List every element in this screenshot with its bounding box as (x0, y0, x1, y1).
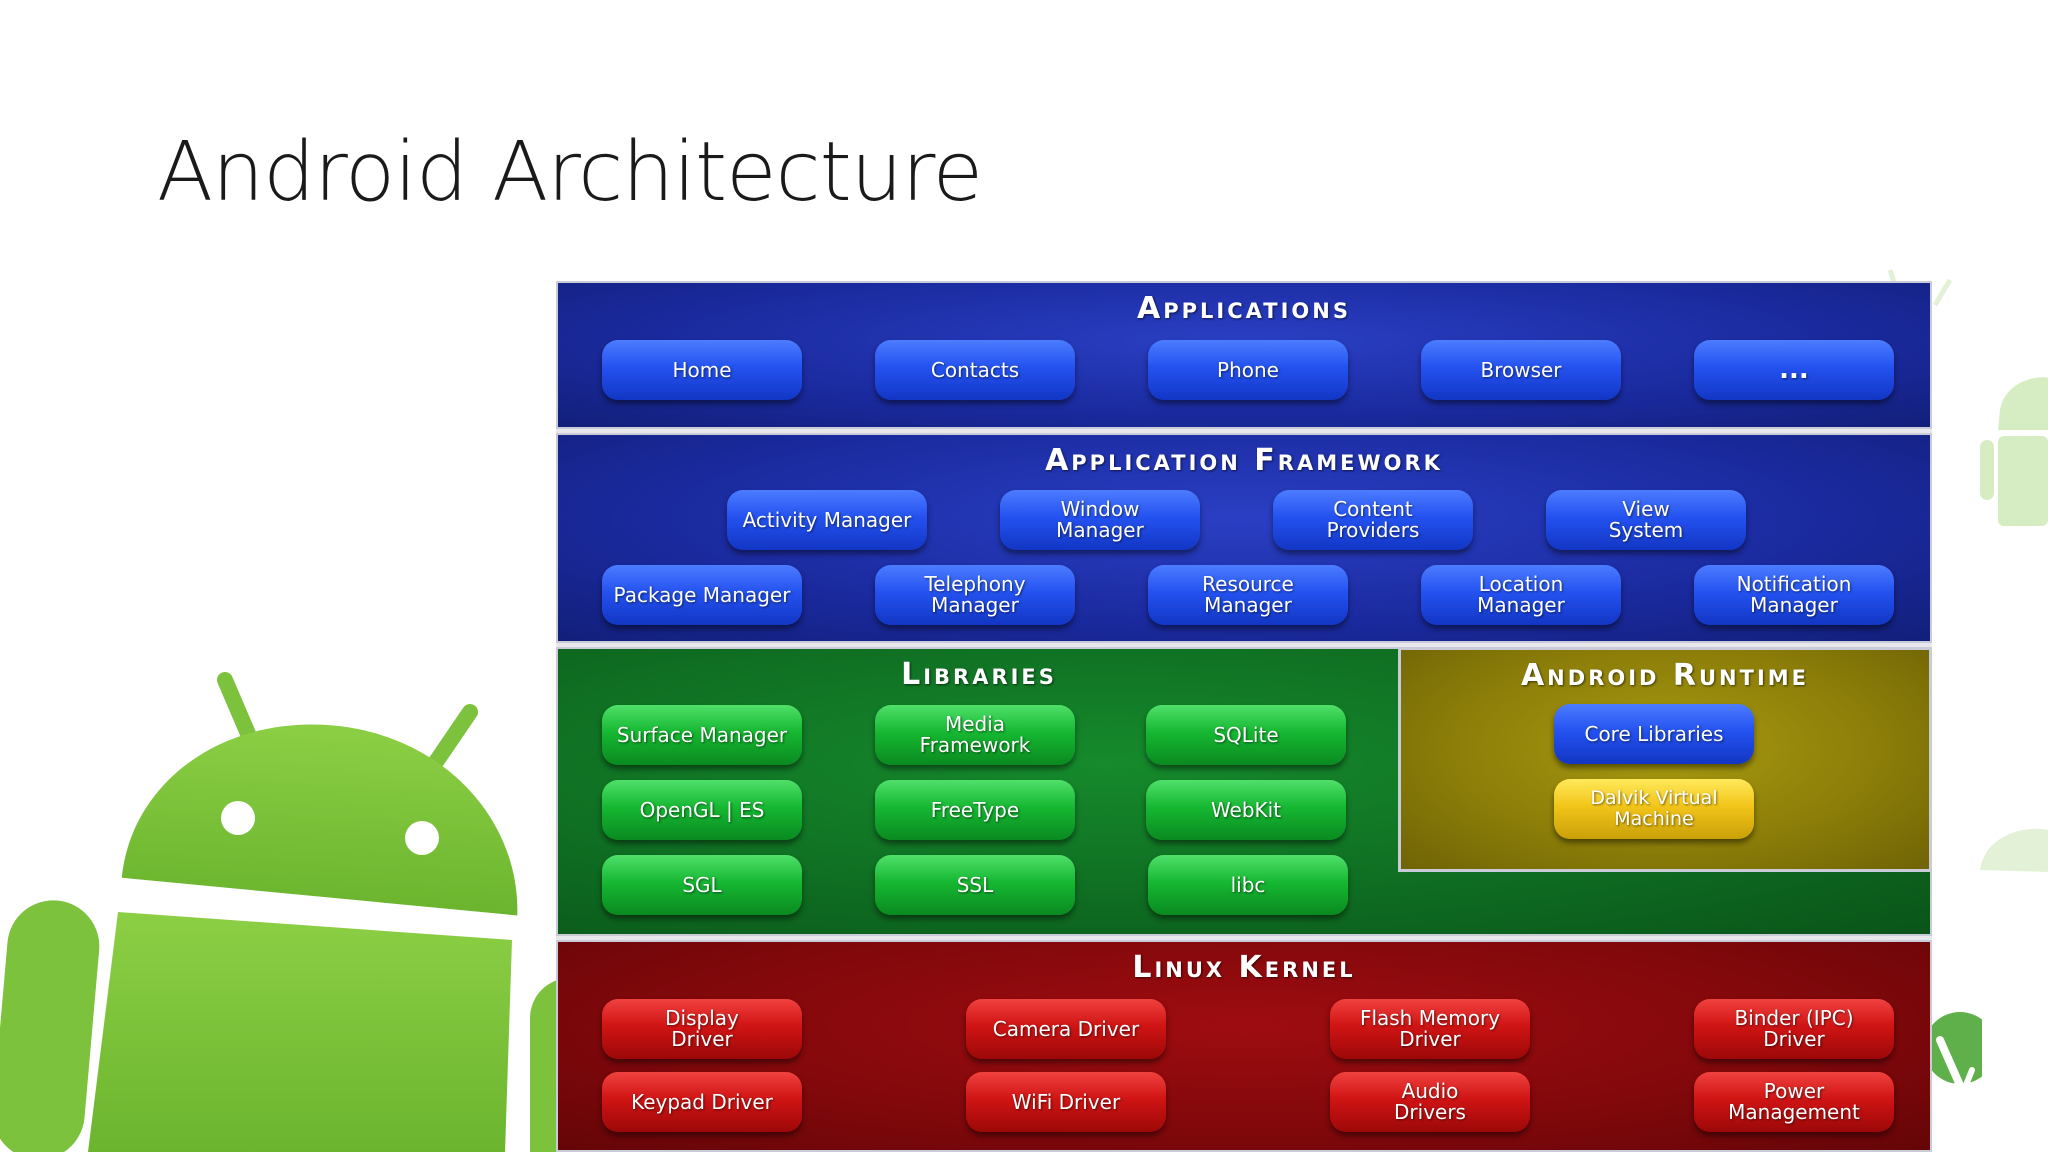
framework-location-manager: Location Manager (1421, 565, 1621, 625)
runtime-title: Android Runtime (1520, 658, 1810, 693)
library-sqlite: SQLite (1146, 705, 1346, 765)
framework-content-providers: Content Providers (1273, 490, 1473, 550)
kernel-title: Linux Kernel (1132, 950, 1356, 985)
framework-package-manager: Package Manager (602, 565, 802, 625)
library-freetype: FreeType (875, 780, 1075, 840)
kernel-keypad-driver: Keypad Driver (602, 1072, 802, 1132)
runtime-dalvik-vm: Dalvik Virtual Machine (1554, 779, 1754, 839)
app-more: ... (1694, 340, 1894, 400)
runtime-core-libraries: Core Libraries (1554, 704, 1754, 764)
library-webkit: WebKit (1146, 780, 1346, 840)
kernel-binder-ipc-driver: Binder (IPC) Driver (1694, 999, 1894, 1059)
app-contacts: Contacts (875, 340, 1075, 400)
app-phone: Phone (1148, 340, 1348, 400)
library-sgl: SGL (602, 855, 802, 915)
library-opengl-es: OpenGL | ES (602, 780, 802, 840)
kernel-flash-memory-driver: Flash Memory Driver (1330, 999, 1530, 1059)
slide-title: Android Architecture (157, 125, 983, 220)
framework-notification-manager: Notification Manager (1694, 565, 1894, 625)
kernel-wifi-driver: WiFi Driver (966, 1072, 1166, 1132)
library-surface-manager: Surface Manager (602, 705, 802, 765)
framework-window-manager: Window Manager (1000, 490, 1200, 550)
applications-layer: Applications Home Contacts Phone Browser… (556, 281, 1932, 429)
framework-title: Application Framework (1045, 443, 1443, 478)
kernel-audio-drivers: Audio Drivers (1330, 1072, 1530, 1132)
library-media-framework: Media Framework (875, 705, 1075, 765)
android-robot-icon (1924, 1012, 1982, 1112)
architecture-diagram: Applications Home Contacts Phone Browser… (556, 281, 1932, 1152)
app-home: Home (602, 340, 802, 400)
applications-title: Applications (1137, 291, 1351, 326)
runtime-layer: Android Runtime Core Libraries Dalvik Vi… (1398, 647, 1932, 872)
kernel-camera-driver: Camera Driver (966, 999, 1166, 1059)
kernel-display-driver: Display Driver (602, 999, 802, 1059)
library-ssl: SSL (875, 855, 1075, 915)
android-robot-icon (0, 672, 560, 1152)
app-browser: Browser (1421, 340, 1621, 400)
framework-telephony-manager: Telephony Manager (875, 565, 1075, 625)
framework-layer: Application Framework Activity Manager W… (556, 433, 1932, 643)
framework-activity-manager: Activity Manager (727, 490, 927, 550)
android-robot-icon (1980, 828, 2048, 872)
libraries-title: Libraries (901, 657, 1057, 692)
kernel-layer: Linux Kernel Display Driver Camera Drive… (556, 940, 1932, 1152)
framework-view-system: View System (1546, 490, 1746, 550)
android-robot-icon (1980, 377, 2048, 526)
kernel-power-management: Power Management (1694, 1072, 1894, 1132)
library-libc: libc (1148, 855, 1348, 915)
framework-resource-manager: Resource Manager (1148, 565, 1348, 625)
